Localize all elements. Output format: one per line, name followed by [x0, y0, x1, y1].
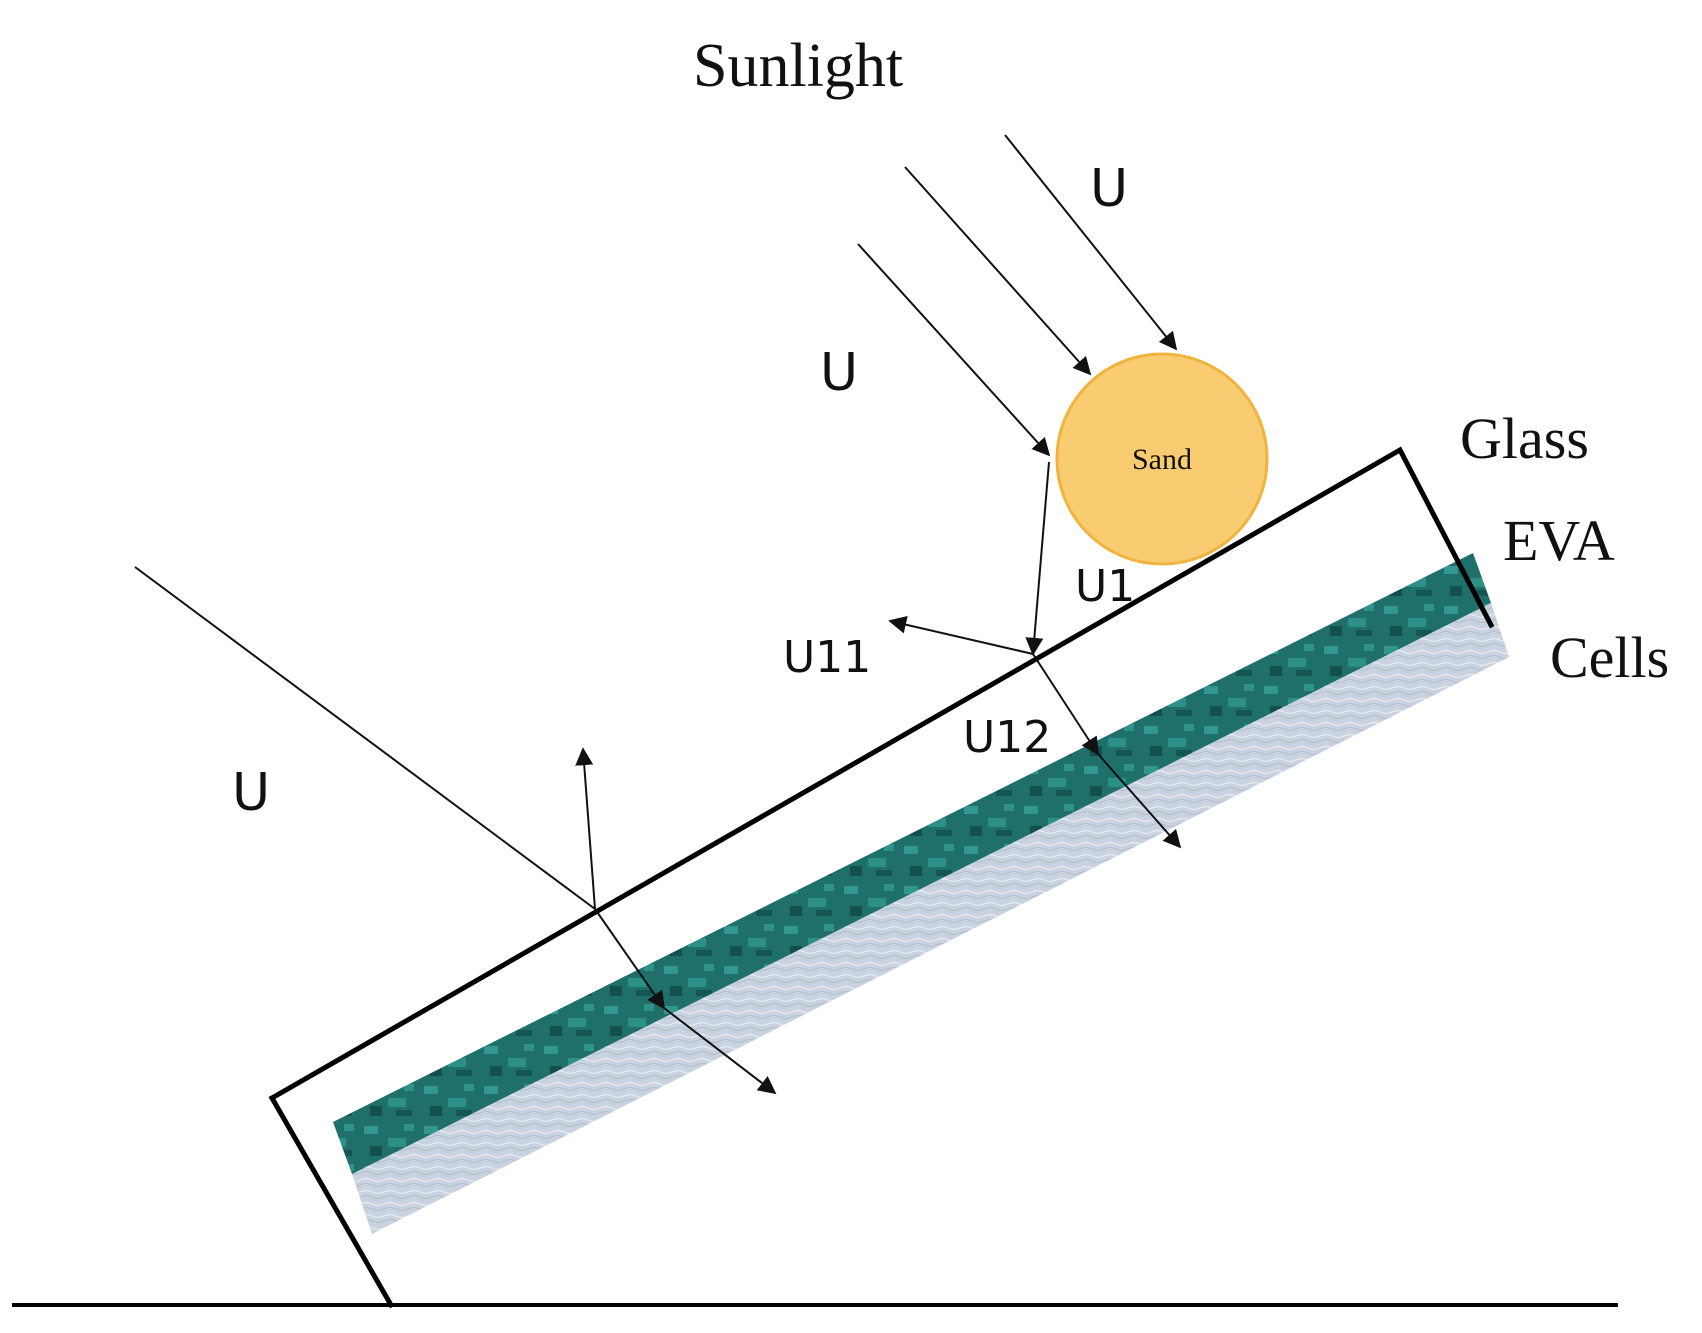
ray-incident-2 — [904, 166, 1092, 376]
ray-incident-3 — [857, 243, 1051, 457]
ray-reflected-u11 — [888, 615, 1034, 655]
module-left-edge — [268, 1094, 395, 1309]
label-eva: EVA — [1503, 508, 1615, 573]
ray-transmitted-u12 — [1097, 753, 1182, 849]
ray-incident-left — [134, 566, 596, 910]
ray-scattered-u1 — [1025, 461, 1050, 656]
sunlight-title: Sunlight — [693, 32, 903, 100]
ray-refracted-left — [594, 908, 666, 1010]
label-glass: Glass — [1460, 406, 1589, 471]
label-u-left: U — [232, 763, 270, 823]
label-u11: U11 — [783, 632, 871, 683]
cells-layer — [333, 553, 1491, 1174]
label-u1: U1 — [1075, 561, 1135, 612]
ray-reflected-left — [575, 747, 596, 910]
glass-outline — [268, 446, 1495, 1102]
backsheet-layer — [352, 603, 1509, 1234]
sand-particle — [1055, 352, 1269, 566]
ray-transmitted-left — [663, 1007, 777, 1095]
label-cells: Cells — [1550, 625, 1669, 690]
ray-refracted-u12 — [1032, 653, 1099, 756]
ray-incident-1 — [1004, 134, 1178, 351]
sand-label: Sand — [1132, 443, 1192, 476]
label-u-top: U — [1090, 159, 1128, 219]
label-u-mid: U — [820, 343, 858, 403]
label-u12: U12 — [963, 712, 1051, 763]
